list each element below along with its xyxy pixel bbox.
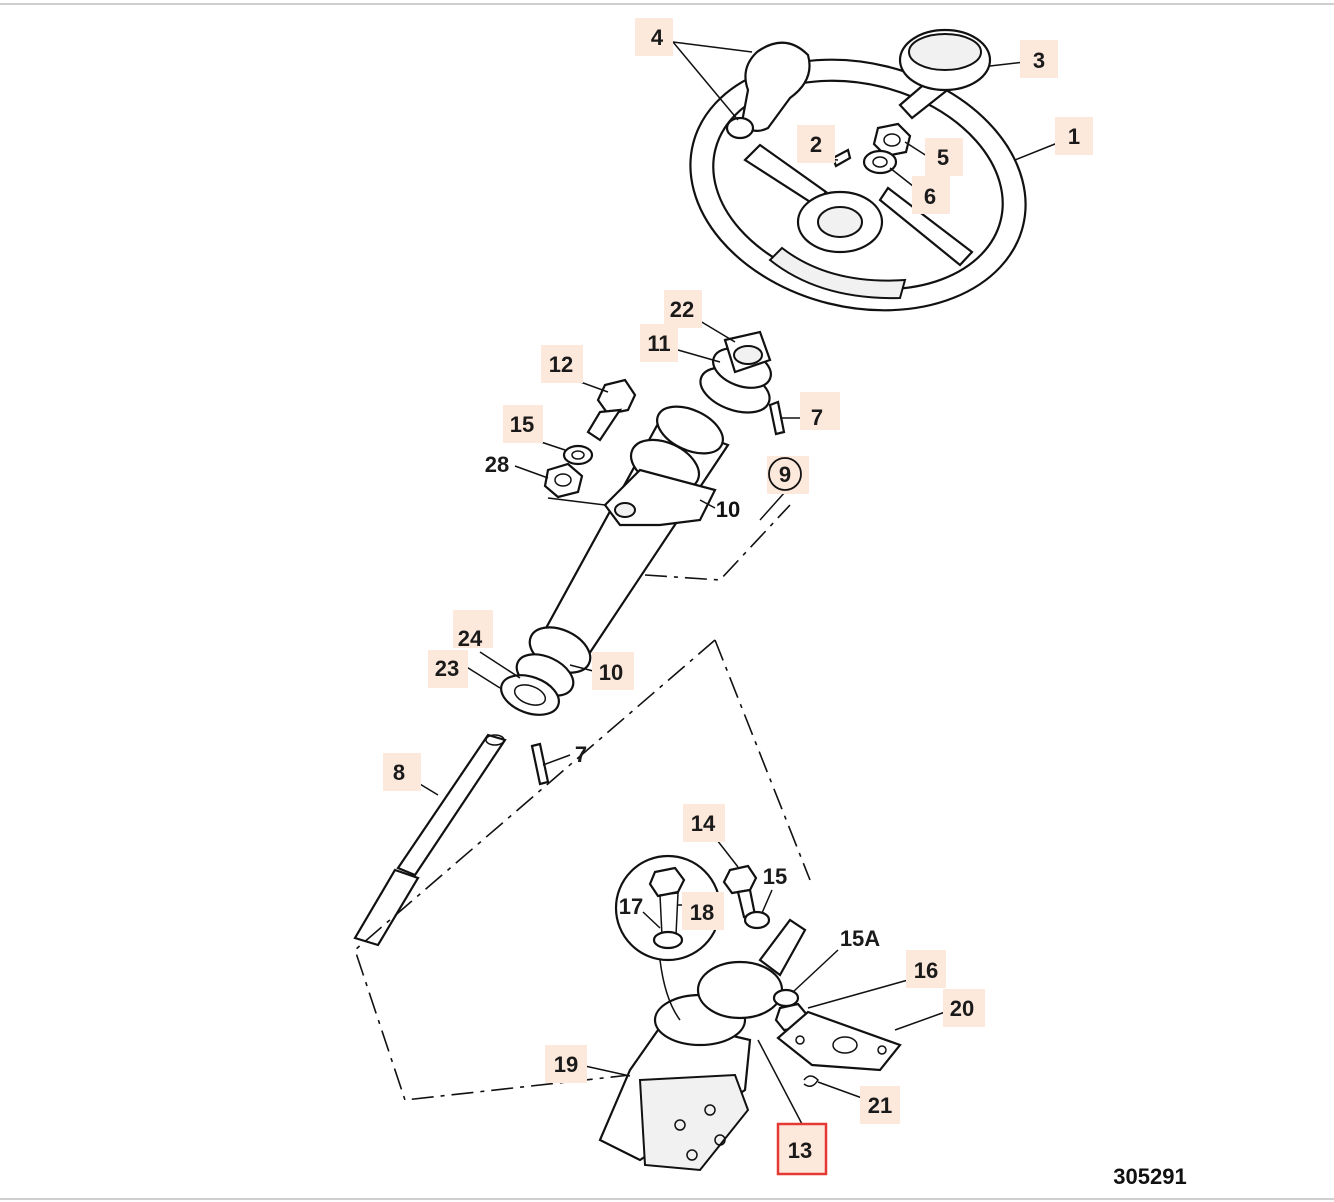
svg-text:4: 4: [651, 25, 664, 50]
svg-text:10: 10: [599, 660, 623, 685]
column-nut[interactable]: [543, 462, 584, 499]
svg-text:12: 12: [549, 352, 573, 377]
intermediate-shaft[interactable]: [353, 733, 507, 947]
spacer-washer[interactable]: [772, 988, 800, 1008]
svg-text:16: 16: [914, 958, 938, 983]
svg-text:18: 18: [690, 900, 714, 925]
bottom-bearing[interactable]: [496, 668, 565, 722]
horn-cap[interactable]: [898, 28, 992, 92]
svg-text:23: 23: [435, 656, 459, 681]
svg-text:19: 19: [554, 1052, 578, 1077]
bottom-border: [0, 1198, 1334, 1200]
callout-3[interactable]: 3: [1020, 40, 1058, 78]
svg-text:11: 11: [647, 331, 670, 356]
figure-number: 305291: [1113, 1164, 1186, 1189]
svg-text:8: 8: [393, 760, 405, 785]
svg-text:24: 24: [458, 626, 483, 651]
callout-28[interactable]: 28: [485, 452, 509, 477]
callout-10-lower[interactable]: 10: [592, 652, 634, 690]
svg-text:15: 15: [510, 412, 534, 437]
svg-text:1: 1: [1068, 124, 1080, 149]
callout-8[interactable]: 8: [383, 753, 421, 791]
column-bolt[interactable]: [586, 378, 637, 442]
mounting-bracket[interactable]: [776, 1010, 902, 1072]
svg-text:7: 7: [811, 405, 823, 430]
callout-15A[interactable]: 15A: [840, 926, 880, 951]
svg-text:3: 3: [1033, 48, 1045, 73]
callout-14[interactable]: 14: [683, 804, 725, 842]
svg-text:15A: 15A: [840, 926, 880, 951]
roll-pin-lower[interactable]: [530, 742, 550, 786]
callout-13[interactable]: 13: [776, 1122, 828, 1176]
svg-text:22: 22: [670, 297, 694, 322]
svg-text:21: 21: [868, 1093, 892, 1118]
callout-15-upper[interactable]: 15: [503, 405, 543, 443]
unit-washer[interactable]: [743, 910, 771, 930]
callout-11[interactable]: 11: [640, 324, 678, 362]
callout-4[interactable]: 4: [635, 18, 673, 56]
steering-wheel[interactable]: [664, 25, 1053, 344]
svg-text:5: 5: [937, 145, 949, 170]
unit-bolt[interactable]: [722, 864, 758, 919]
callout-23[interactable]: 23: [428, 650, 468, 688]
steering-column[interactable]: [510, 397, 730, 704]
key[interactable]: [831, 148, 852, 168]
svg-text:7: 7: [575, 742, 587, 767]
callout-2[interactable]: 2: [797, 125, 835, 163]
svg-text:13: 13: [788, 1138, 812, 1163]
callout-18[interactable]: 18: [682, 892, 724, 930]
svg-text:2: 2: [810, 132, 822, 157]
svg-text:14: 14: [691, 811, 716, 836]
wheel-washer[interactable]: [862, 149, 898, 175]
callout-19[interactable]: 19: [545, 1045, 587, 1083]
callout-12[interactable]: 12: [541, 345, 583, 383]
svg-text:15: 15: [763, 864, 787, 889]
callout-7-upper[interactable]: 7: [800, 392, 840, 430]
wheel-nut[interactable]: [872, 122, 912, 158]
callout-22[interactable]: 22: [664, 290, 702, 328]
top-border: [0, 3, 1334, 5]
callout-24[interactable]: 24: [453, 610, 493, 651]
callout-15-lower[interactable]: 15: [763, 864, 787, 889]
callout-17[interactable]: 17: [619, 894, 643, 919]
callout-5[interactable]: 5: [925, 138, 963, 176]
svg-text:28: 28: [485, 452, 509, 477]
leader-lines: [409, 41, 1066, 1125]
svg-text:10: 10: [716, 497, 740, 522]
column-top-bearing[interactable]: [694, 330, 776, 421]
svg-text:6: 6: [924, 184, 936, 209]
callout-9[interactable]: 9: [767, 456, 809, 494]
callout-16[interactable]: 16: [906, 950, 946, 988]
callout-20[interactable]: 20: [943, 989, 985, 1027]
exploded-line-b: [714, 639, 811, 881]
spinner-knob[interactable]: [725, 41, 811, 140]
callout-1[interactable]: 1: [1055, 117, 1093, 155]
retaining-clip[interactable]: [803, 1075, 819, 1087]
callout-10-upper[interactable]: 10: [716, 497, 740, 522]
svg-text:9: 9: [779, 462, 791, 487]
svg-text:17: 17: [619, 894, 643, 919]
callout-7-lower[interactable]: 7: [575, 742, 587, 767]
svg-text:20: 20: [950, 996, 974, 1021]
steering-unit[interactable]: [598, 918, 807, 1172]
callout-21[interactable]: 21: [860, 1086, 900, 1124]
column-washer[interactable]: [562, 444, 594, 466]
roll-pin-upper[interactable]: [768, 400, 786, 436]
callout-6[interactable]: 6: [912, 176, 950, 214]
